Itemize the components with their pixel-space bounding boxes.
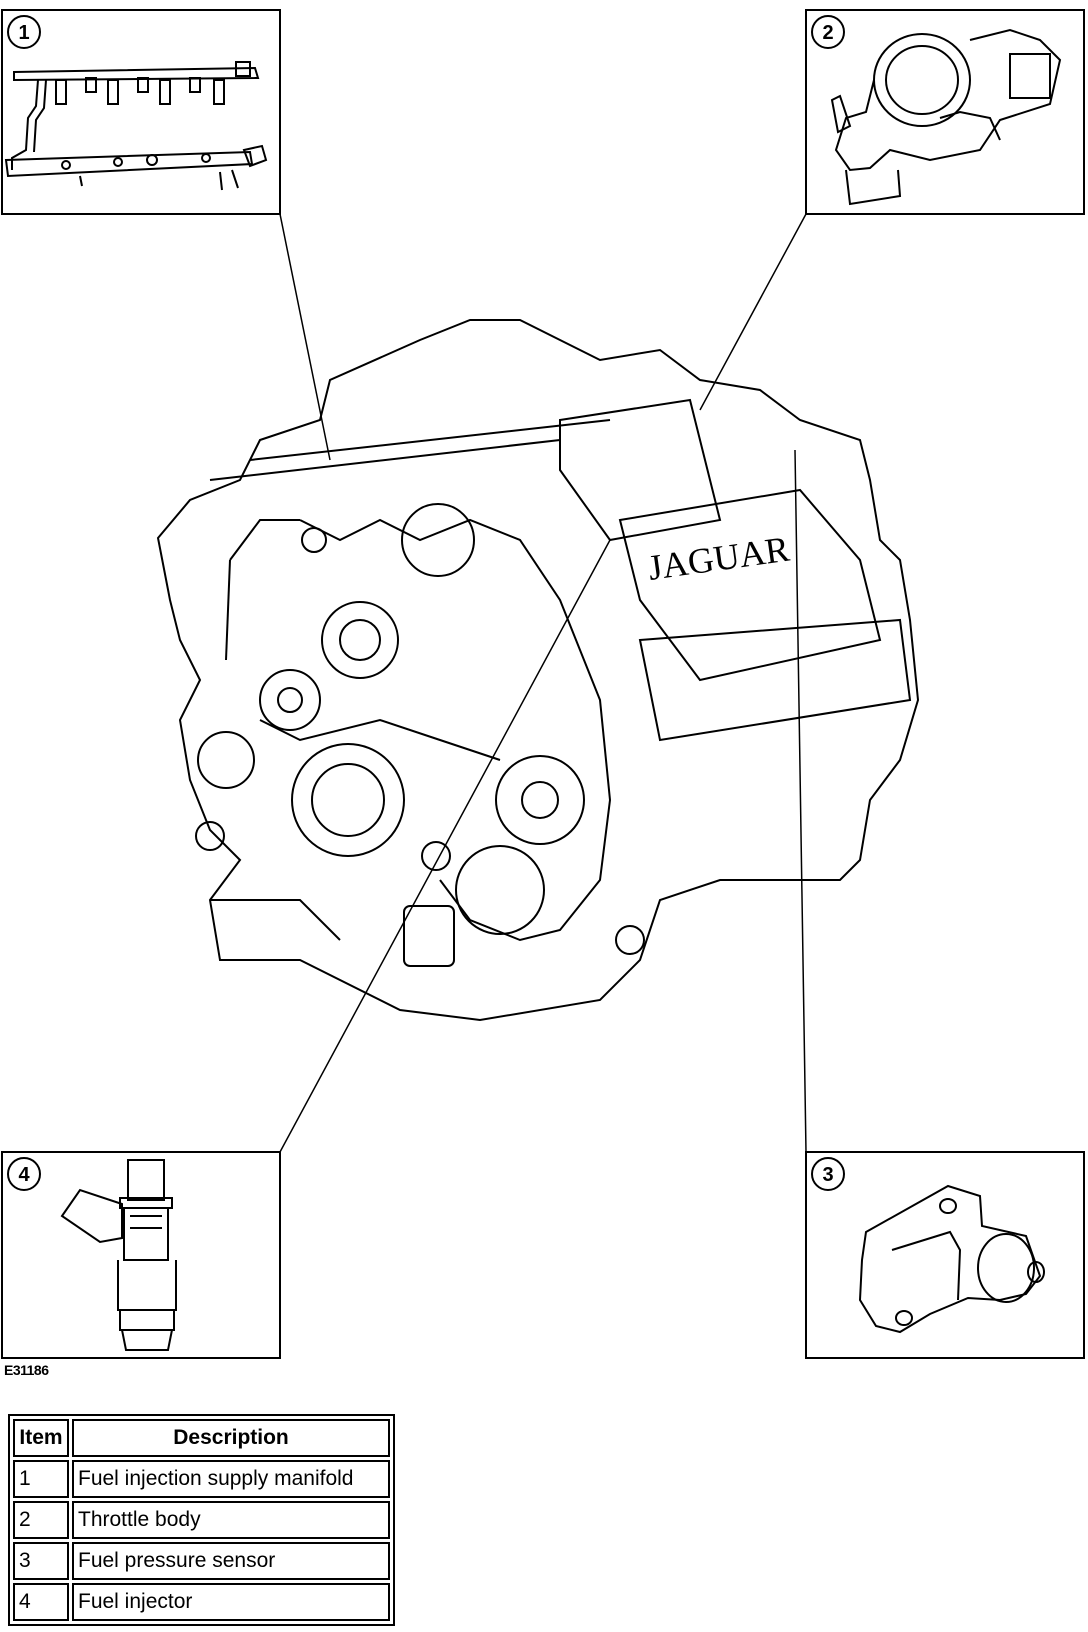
fuel-rail-illustration [4, 61, 268, 191]
legend-table: Item Description 1 Fuel injection supply… [8, 1414, 395, 1626]
callout-box-1 [1, 9, 281, 215]
leader-line-1 [279, 213, 331, 461]
legend-item-description: Fuel pressure sensor [72, 1542, 390, 1580]
legend-item-number: 2 [13, 1501, 69, 1539]
callout-number-3: 3 [822, 1164, 833, 1186]
leader-line-2 [699, 213, 807, 411]
callout-number-1: 1 [18, 22, 29, 44]
callout-number-2: 2 [822, 22, 833, 44]
engine-brand-label: JAGUAR [646, 529, 792, 588]
legend-item-number: 3 [13, 1542, 69, 1580]
throttle-body-illustration [830, 28, 1062, 206]
legend-item-number: 1 [13, 1460, 69, 1498]
legend-item-description: Fuel injector [72, 1583, 390, 1621]
figure-id: E31186 [4, 1362, 49, 1378]
legend-row: 3 Fuel pressure sensor [13, 1542, 390, 1580]
legend-row: 4 Fuel injector [13, 1583, 390, 1621]
callout-box-2 [805, 9, 1085, 215]
callout-box-4 [1, 1151, 281, 1359]
legend-item-description: Fuel injection supply manifold [72, 1460, 390, 1498]
engine-illustration [156, 319, 920, 1022]
legend-table-wrapper: Item Description 1 Fuel injection supply… [8, 1414, 395, 1626]
fuel-pressure-sensor-illustration [858, 1184, 1045, 1334]
legend-row: 1 Fuel injection supply manifold [13, 1460, 390, 1498]
legend-item-description: Throttle body [72, 1501, 390, 1539]
fuel-injector-illustration [60, 1159, 177, 1351]
callout-box-3 [805, 1151, 1085, 1359]
legend-header-description: Description [72, 1419, 390, 1457]
legend-header-item: Item [13, 1419, 69, 1457]
leader-line-3 [794, 449, 807, 1153]
legend-item-number: 4 [13, 1583, 69, 1621]
callout-number-4: 4 [18, 1164, 30, 1186]
legend-row: 2 Throttle body [13, 1501, 390, 1539]
legend-header-row: Item Description [13, 1419, 390, 1457]
